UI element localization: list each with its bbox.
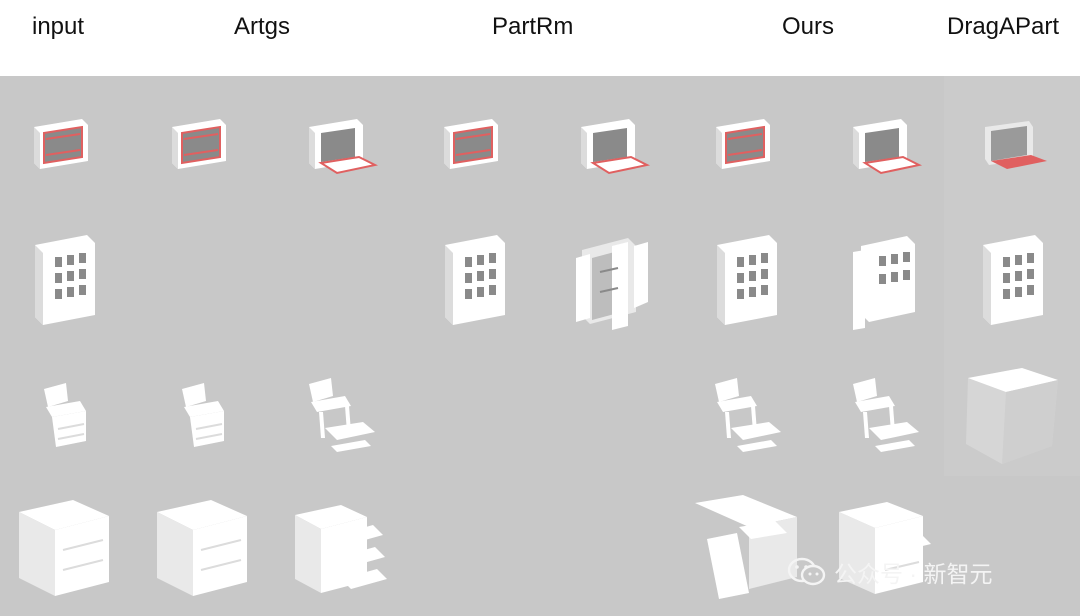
thumbnail-oven-oven-closed xyxy=(26,113,102,175)
column-label-input: input xyxy=(32,13,85,40)
thumbnail-drawer-cabinet-desk-open xyxy=(691,493,801,603)
thumbnail-chair-chair-open xyxy=(845,376,923,456)
render-image xyxy=(309,378,375,452)
column-label-ours: Ours xyxy=(782,13,835,40)
render-image xyxy=(309,119,379,175)
wechat-icon xyxy=(787,557,826,586)
thumbnail-oven-oven-closed xyxy=(164,113,240,175)
thumbnail-cabinet-shelf xyxy=(29,233,99,331)
render-image xyxy=(581,119,651,175)
render-image xyxy=(839,502,931,594)
column-header: input Artgs PartRm Ours DragAPart xyxy=(0,0,1080,76)
thumbnail-chair-blob xyxy=(962,364,1062,468)
column-label-dragapart: DragAPart xyxy=(947,13,1060,40)
thumbnail-drawer-cabinet-box xyxy=(15,496,113,600)
thumbnail-drawer-cabinet-box-drawers-open xyxy=(291,501,389,595)
render-image xyxy=(19,500,109,596)
thumbnail-oven-oven-open xyxy=(301,113,379,175)
render-image xyxy=(853,119,923,175)
thumbnail-chair-chair xyxy=(174,381,230,451)
thumbnail-oven-oven-closed xyxy=(436,113,512,175)
thumbnail-cabinet-shelf-partial xyxy=(849,232,919,332)
render-image xyxy=(172,119,226,169)
thumbnail-chair-chair xyxy=(36,381,92,451)
render-image xyxy=(695,495,797,599)
render-image xyxy=(44,383,86,447)
thumbnail-cabinet-shelf xyxy=(977,233,1047,331)
watermark: 公众号 · 新智元 xyxy=(786,556,992,588)
render-image xyxy=(35,235,95,325)
column-label-partrm: PartRm xyxy=(492,13,574,40)
thumbnail-drawer-cabinet-box-drawer-open xyxy=(835,498,933,598)
render-image xyxy=(182,383,224,447)
render-image xyxy=(853,378,919,452)
thumbnail-oven-oven-closed xyxy=(708,113,784,175)
render-image xyxy=(576,238,648,330)
thumbnail-oven-oven-open xyxy=(573,113,651,175)
render-image xyxy=(983,235,1043,325)
render-image xyxy=(853,236,915,330)
render-image xyxy=(295,505,387,593)
thumbnail-cabinet-shelf xyxy=(711,233,781,331)
render-image xyxy=(985,121,1047,169)
thumbnail-chair-chair-open xyxy=(301,376,379,456)
thumbnail-oven-oven-open xyxy=(845,113,923,175)
render-image xyxy=(34,119,88,169)
render-image xyxy=(717,235,777,325)
thumbnail-cabinet-shelf xyxy=(439,233,509,331)
render-image xyxy=(716,119,770,169)
render-image xyxy=(715,378,781,452)
column-label-artgs: Artgs xyxy=(234,13,291,40)
render-image xyxy=(445,235,505,325)
thumbnail-cabinet-shelf-open xyxy=(572,232,652,332)
thumbnail-oven-oven-open-dark xyxy=(973,113,1051,175)
thumbnail-drawer-cabinet-box xyxy=(153,496,251,600)
thumbnail-chair-chair-open xyxy=(707,376,785,456)
render-image xyxy=(444,119,498,169)
watermark-text: 公众号 · 新智元 xyxy=(834,561,993,587)
render-image xyxy=(966,368,1058,464)
render-image xyxy=(157,500,247,596)
